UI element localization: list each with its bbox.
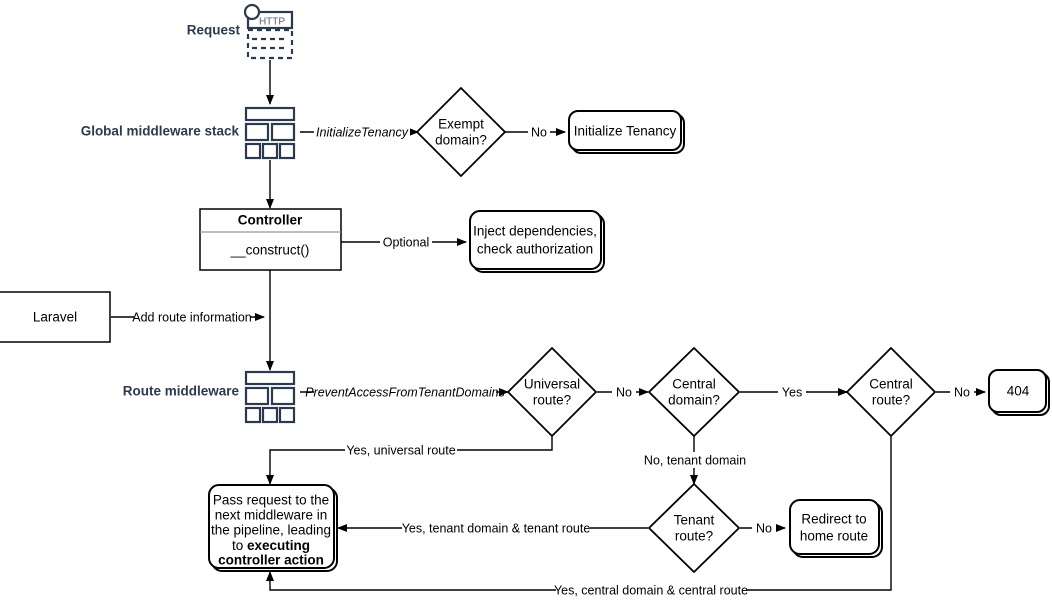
node-pass-request-line-4-bold: executing bbox=[247, 538, 310, 553]
node-pass-request-line-2: next middleware in bbox=[215, 508, 328, 523]
edge-label-universal-no: No bbox=[616, 385, 632, 399]
node-pass-request-line-1: Pass request to the bbox=[213, 493, 329, 508]
middleware-stack-icon-global bbox=[244, 106, 296, 160]
node-exempt-domain-label-2: domain? bbox=[435, 133, 487, 148]
node-redirect-home[interactable]: Redirect to home route bbox=[789, 499, 883, 558]
node-central-domain-label-1: Central bbox=[672, 377, 716, 392]
node-laravel-label: Laravel bbox=[33, 310, 77, 325]
node-inject-dependencies-label-1: Inject dependencies, bbox=[473, 224, 597, 239]
node-pass-request-line-3: the pipeline, leading bbox=[211, 523, 331, 538]
edge-label-tenant-route-no: No bbox=[756, 521, 772, 535]
node-universal-route-label-2: route? bbox=[533, 393, 571, 408]
node-central-route-label-2: route? bbox=[872, 393, 910, 408]
edge-label-yes-universal-route: Yes, universal route bbox=[346, 443, 455, 457]
node-404-label: 404 bbox=[1007, 384, 1030, 399]
node-inject-dependencies[interactable]: Inject dependencies, check authorization bbox=[469, 210, 605, 273]
node-inject-dependencies-label-2: check authorization bbox=[477, 242, 593, 257]
http-icon-caption: HTTP bbox=[259, 17, 285, 28]
node-central-domain[interactable]: Central domain? bbox=[647, 346, 741, 438]
lane-label-route-middleware: Route middleware bbox=[123, 384, 240, 399]
node-redirect-home-label-1: Redirect to bbox=[801, 512, 866, 527]
node-tenant-route-label-2: route? bbox=[675, 529, 713, 544]
edge-label-central-domain-yes: Yes bbox=[782, 385, 802, 399]
lane-label-request: Request bbox=[187, 23, 241, 38]
edge-label-yes-central-domain-central-route: Yes, central domain & central route bbox=[554, 583, 748, 597]
node-404[interactable]: 404 bbox=[988, 369, 1050, 416]
node-initialize-tenancy-label: Initialize Tenancy bbox=[574, 124, 677, 139]
edge-label-central-route-no: No bbox=[954, 385, 970, 399]
node-universal-route[interactable]: Universal route? bbox=[506, 346, 598, 438]
node-pass-request-line-4-plain: to bbox=[232, 538, 247, 553]
node-tenant-route[interactable]: Tenant route? bbox=[647, 482, 741, 574]
node-controller-title: Controller bbox=[238, 213, 303, 228]
node-laravel[interactable]: Laravel bbox=[0, 291, 111, 343]
edge-label-optional: Optional bbox=[383, 235, 430, 249]
edge-label-exempt-no: No bbox=[531, 125, 547, 139]
node-exempt-domain[interactable]: Exempt domain? bbox=[415, 86, 507, 178]
edge-label-prevent-access-from-tenant-domains: PreventAccessFromTenantDomains bbox=[305, 385, 505, 399]
node-controller[interactable]: Controller __construct() bbox=[199, 208, 342, 271]
middleware-stack-icon-route bbox=[244, 370, 296, 424]
http-document-icon: HTTP bbox=[243, 3, 294, 60]
node-universal-route-label-1: Universal bbox=[524, 377, 580, 392]
edge-label-yes-tenant-domain-tenant-route: Yes, tenant domain & tenant route bbox=[402, 521, 591, 535]
node-pass-request-line-5: controller action bbox=[218, 553, 324, 568]
node-central-domain-label-2: domain? bbox=[668, 393, 720, 408]
node-initialize-tenancy[interactable]: Initialize Tenancy bbox=[568, 110, 685, 154]
edge-label-add-route-information: Add route information bbox=[132, 310, 252, 324]
node-exempt-domain-label-1: Exempt bbox=[438, 117, 484, 132]
lane-label-global-middleware-stack: Global middleware stack bbox=[81, 124, 240, 139]
node-controller-method: __construct() bbox=[230, 243, 310, 258]
node-pass-request[interactable]: Pass request to the next middleware in t… bbox=[208, 484, 338, 572]
node-central-route-label-1: Central bbox=[869, 377, 913, 392]
node-redirect-home-label-2: home route bbox=[800, 529, 868, 544]
node-tenant-route-label-1: Tenant bbox=[674, 513, 715, 528]
node-central-route[interactable]: Central route? bbox=[845, 346, 937, 438]
edge-label-no-tenant-domain: No, tenant domain bbox=[644, 453, 746, 467]
node-pass-request-line-4: to executing bbox=[232, 538, 310, 553]
edge-label-initialize-tenancy-middleware: InitializeTenancy bbox=[316, 125, 409, 139]
